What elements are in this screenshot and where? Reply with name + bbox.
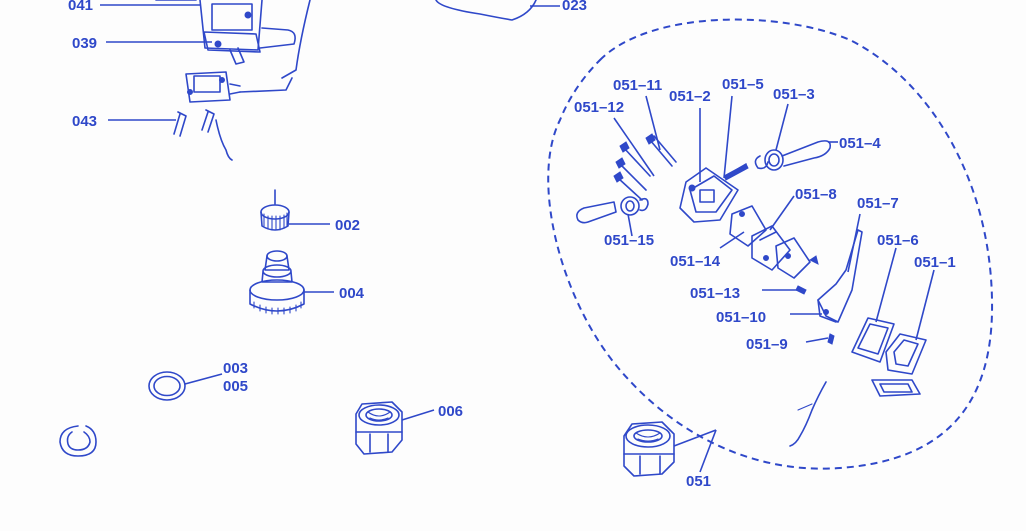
label-051-3: 051–3 — [773, 86, 815, 103]
label-051-6: 051–6 — [877, 232, 919, 249]
label-051-1: 051–1 — [914, 254, 956, 271]
label-051-12: 051–12 — [574, 99, 624, 116]
label-051-10: 051–10 — [716, 309, 766, 326]
label-002: 002 — [335, 217, 360, 234]
label-004: 004 — [339, 285, 365, 302]
o-ring-003-005 — [148, 371, 186, 401]
subassembly-051-boundary — [547, 18, 994, 470]
label-051-13: 051–13 — [690, 285, 740, 302]
subassembly-051-parts — [576, 133, 927, 447]
label-051-5: 051–5 — [722, 76, 764, 93]
knurled-nut-002 — [260, 189, 290, 231]
switch-bracket-assembly — [155, 0, 311, 161]
label-003: 003 — [223, 360, 248, 377]
label-051-14: 051–14 — [670, 253, 721, 270]
label-039: 039 — [72, 35, 97, 52]
label-006: 006 — [438, 403, 463, 420]
label-051-2: 051–2 — [669, 88, 711, 105]
label-051: 051 — [686, 473, 711, 490]
label-043: 043 — [72, 113, 97, 130]
label-051-11: 051–11 — [613, 77, 662, 94]
retaining-clip — [59, 425, 97, 457]
label-051-7: 051–7 — [857, 195, 899, 212]
label-051-8: 051–8 — [795, 186, 837, 203]
label-051-9: 051–9 — [746, 336, 788, 353]
label-051-15: 051–15 — [604, 232, 654, 249]
label-005: 005 — [223, 378, 248, 395]
label-023: 023 — [562, 0, 587, 14]
fitting-023 — [435, 0, 537, 21]
fitting-body-004 — [249, 250, 305, 315]
leader-lines — [100, 4, 935, 473]
part-labels: 041 039 043 023 002 004 003 005 006 051 … — [68, 0, 956, 490]
label-051-4: 051–4 — [839, 135, 881, 152]
label-041: 041 — [68, 0, 93, 14]
hex-nut-051 — [623, 421, 675, 477]
hex-nut-006 — [355, 401, 403, 455]
